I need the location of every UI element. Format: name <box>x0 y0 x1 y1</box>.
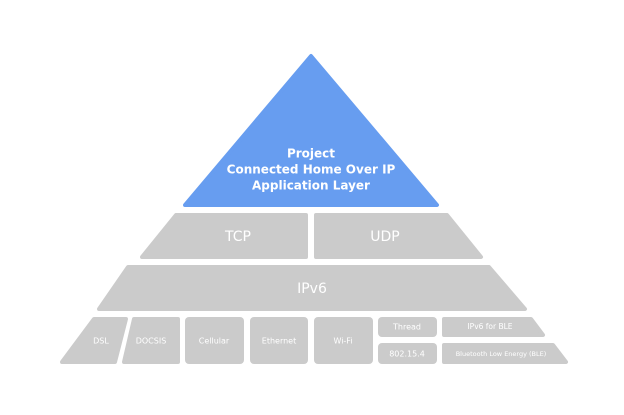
ieee-802154-label: 802.15.4 <box>389 350 425 359</box>
ipv6-ble-block <box>442 317 545 337</box>
ipv6-block <box>97 265 527 311</box>
ieee-802154-block <box>378 343 437 364</box>
app-line-1: Project <box>287 147 335 161</box>
ipv6-ble-label: IPv6 for BLE <box>467 322 512 331</box>
thread-label: Thread <box>392 323 421 332</box>
docsis-label: DOCSIS <box>136 337 167 346</box>
app-line-3: Application Layer <box>252 179 370 193</box>
tcp-block <box>140 213 308 259</box>
ble-block <box>442 343 568 364</box>
wifi-label: Wi-Fi <box>333 337 352 346</box>
cellular-label: Cellular <box>199 337 230 346</box>
docsis-block <box>122 317 180 364</box>
thread-block <box>378 317 437 337</box>
dsl-block <box>60 317 128 364</box>
cellular-block <box>185 317 244 364</box>
app-line-2: Connected Home Over IP <box>227 163 396 177</box>
tcp-label: TCP <box>224 229 251 245</box>
wifi-block <box>314 317 373 364</box>
udp-block <box>314 213 483 259</box>
ethernet-label: Ethernet <box>262 337 296 346</box>
application-layer-triangle <box>183 54 439 207</box>
ipv6-label: IPv6 <box>297 281 327 297</box>
dsl-label: DSL <box>93 337 109 346</box>
udp-label: UDP <box>370 229 399 245</box>
ethernet-block <box>250 317 308 364</box>
ble-label: Bluetooth Low Energy (BLE) <box>456 350 547 358</box>
